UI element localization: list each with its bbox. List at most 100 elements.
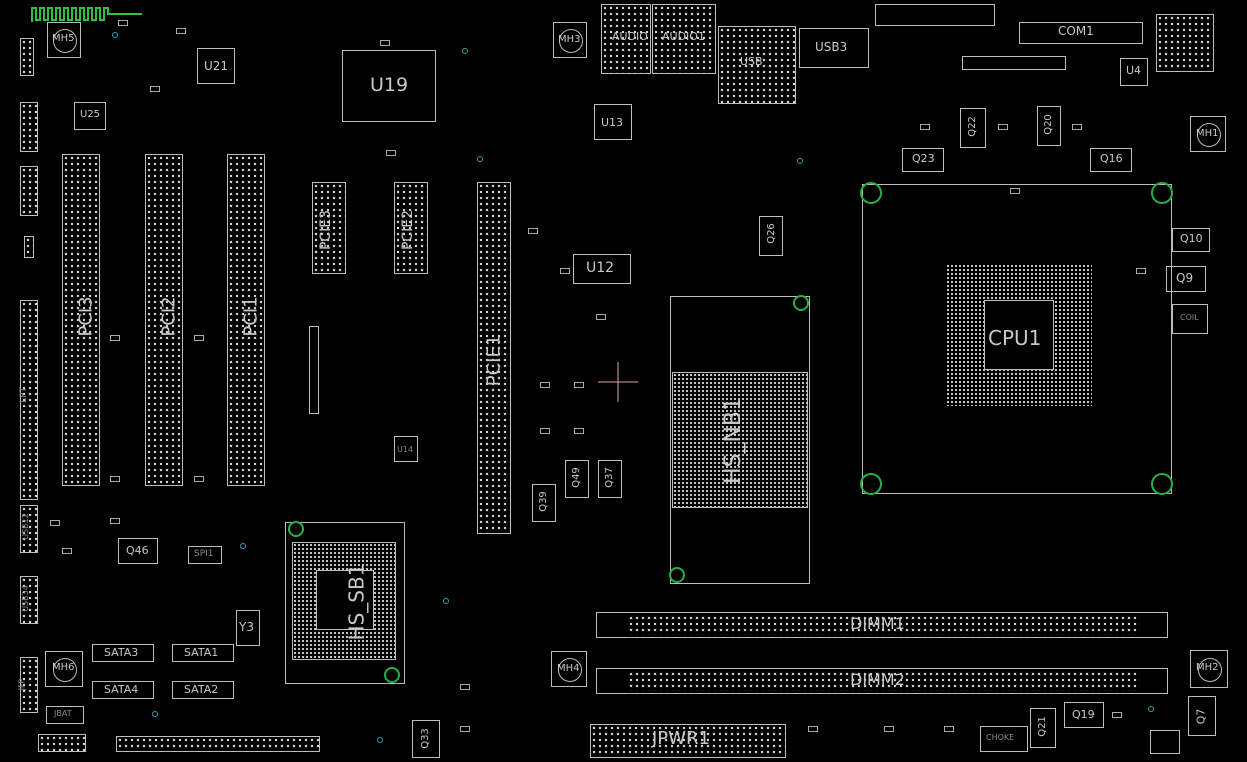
passive-24 bbox=[944, 726, 954, 732]
via-6 bbox=[443, 598, 449, 604]
pin-row-top bbox=[962, 56, 1066, 70]
q33 bbox=[412, 720, 440, 758]
q23 bbox=[902, 148, 944, 172]
dimm1-slot bbox=[596, 612, 1168, 638]
dimm2-pins bbox=[628, 671, 1140, 691]
via-2 bbox=[462, 48, 468, 54]
passive-4 bbox=[380, 40, 390, 46]
passive-13 bbox=[574, 428, 584, 434]
passive-20 bbox=[1010, 188, 1020, 194]
q39 bbox=[532, 484, 556, 522]
jpwr1-connector bbox=[590, 724, 786, 758]
pci2-slot bbox=[145, 154, 183, 486]
cpu1-label: CPU1 bbox=[988, 326, 1042, 350]
q7-label: Q7 bbox=[1194, 708, 1208, 725]
q26 bbox=[759, 216, 783, 256]
mh4-label: MH4 bbox=[557, 663, 580, 674]
q37 bbox=[598, 460, 622, 498]
cpu-hole-tr bbox=[1151, 182, 1173, 204]
header-left-4 bbox=[24, 236, 34, 258]
passive-3 bbox=[150, 86, 160, 92]
q16-label: Q16 bbox=[1100, 152, 1123, 165]
y3-label: Y3 bbox=[239, 620, 254, 634]
q23-label: Q23 bbox=[912, 152, 935, 165]
q22 bbox=[960, 108, 986, 148]
passive-8 bbox=[110, 476, 120, 482]
usb12-header bbox=[20, 505, 38, 553]
sata2-label: SATA2 bbox=[184, 683, 219, 696]
u4-label: U4 bbox=[1126, 64, 1142, 77]
via-7 bbox=[152, 711, 158, 717]
lpt-label: LPT bbox=[18, 387, 29, 403]
u25-label: U25 bbox=[80, 109, 101, 120]
nb1-hole-tr bbox=[793, 295, 809, 311]
header-left-2 bbox=[20, 102, 38, 152]
sata1-label: SATA1 bbox=[184, 646, 219, 659]
passive-11 bbox=[574, 382, 584, 388]
q20 bbox=[1037, 106, 1061, 146]
passive-29 bbox=[50, 520, 60, 526]
sb1-core bbox=[316, 570, 374, 630]
u14-label: U14 bbox=[397, 445, 414, 454]
passive-16 bbox=[596, 314, 606, 320]
sb1-hole-tl bbox=[288, 521, 304, 537]
hs-sb1-outline bbox=[285, 522, 405, 684]
cpu-hole-tl bbox=[860, 182, 882, 204]
passive-15 bbox=[560, 268, 570, 274]
sata3-label: SATA3 bbox=[104, 646, 139, 659]
antenna-trace bbox=[31, 7, 142, 22]
usb3-label: USB3 bbox=[815, 40, 848, 54]
com1-label: COM1 bbox=[1058, 24, 1094, 38]
passive-6 bbox=[110, 335, 120, 341]
audio1-connector bbox=[601, 4, 651, 74]
q22-label: Q22 bbox=[966, 116, 978, 137]
jbat bbox=[46, 706, 84, 724]
hs-nb1-outline bbox=[670, 296, 810, 584]
dimm1-pins bbox=[628, 615, 1140, 635]
pci3-label: PCI3 bbox=[75, 296, 97, 337]
usb3-connector bbox=[799, 28, 869, 68]
q20-label: Q20 bbox=[1042, 114, 1054, 135]
via-5 bbox=[240, 543, 246, 549]
audio2-connector bbox=[652, 4, 716, 74]
mounting-hole-mh2 bbox=[1190, 650, 1228, 688]
q33-label: Q33 bbox=[419, 728, 431, 749]
via-8 bbox=[377, 737, 383, 743]
q7 bbox=[1188, 696, 1216, 736]
q9 bbox=[1166, 266, 1206, 292]
chip-u19 bbox=[342, 50, 436, 122]
passive-19 bbox=[1072, 124, 1082, 130]
q26-label: Q26 bbox=[765, 223, 777, 244]
cpu1-core bbox=[984, 300, 1054, 370]
passive-22 bbox=[808, 726, 818, 732]
pci2-label: PCI2 bbox=[158, 296, 180, 337]
coil bbox=[1172, 304, 1208, 334]
passive-26 bbox=[460, 684, 470, 690]
y3-crystal bbox=[236, 610, 260, 646]
q49 bbox=[565, 460, 589, 498]
pcie1-slot bbox=[477, 182, 511, 534]
hs-sb1-label: HS_SB1 bbox=[344, 563, 369, 641]
jfp-label: JFP bbox=[17, 678, 27, 691]
passive-2 bbox=[176, 28, 186, 34]
chip-u25 bbox=[74, 102, 106, 130]
nb1-chip bbox=[672, 372, 808, 508]
chip-u12 bbox=[573, 254, 631, 284]
passive-23 bbox=[884, 726, 894, 732]
audio1-label: AUDIO1 bbox=[662, 30, 705, 43]
choke bbox=[980, 726, 1028, 752]
passive-10 bbox=[540, 382, 550, 388]
mounting-hole-mh3 bbox=[553, 22, 587, 58]
sata4-connector bbox=[92, 681, 154, 699]
nb1-hole-bl bbox=[669, 567, 685, 583]
choke-2 bbox=[1150, 730, 1180, 754]
lpt-header bbox=[20, 300, 38, 500]
mounting-hole-mh1 bbox=[1190, 116, 1226, 152]
switch-sw1 bbox=[309, 326, 319, 414]
chip-u4 bbox=[1120, 58, 1148, 86]
hs-nb1-label: HS_NB1 bbox=[721, 396, 747, 485]
passive-27 bbox=[460, 726, 470, 732]
pci1-slot bbox=[227, 154, 265, 486]
mh2-label: MH2 bbox=[1196, 662, 1219, 673]
q19 bbox=[1064, 702, 1104, 728]
